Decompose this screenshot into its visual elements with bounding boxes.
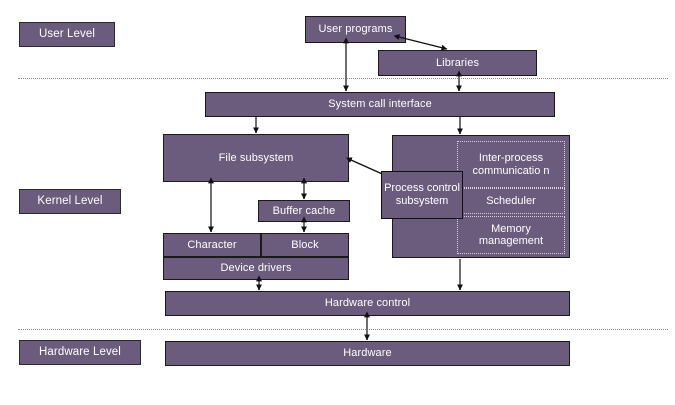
block-device-drivers: Device drivers xyxy=(163,257,349,280)
block-scheduler: Scheduler xyxy=(457,188,565,214)
block-user-programs: User programs xyxy=(305,16,406,43)
divider-kernel-hardware xyxy=(18,329,668,330)
block-file-subsystem: File subsystem xyxy=(163,134,349,182)
level-tag-hardware: Hardware Level xyxy=(19,340,141,365)
divider-user-kernel xyxy=(18,78,668,79)
block-hardware: Hardware xyxy=(165,341,570,366)
block-memory-management: Memory management xyxy=(457,216,565,254)
block-system-call-interface: System call interface xyxy=(205,92,555,117)
level-tag-user: User Level xyxy=(19,22,115,47)
process-subsystem-container: Inter-process communicatio n Scheduler M… xyxy=(392,135,570,258)
block-process-control-subsystem: Process control subsystem xyxy=(381,171,463,219)
block-libraries: Libraries xyxy=(378,50,537,76)
block-buffer-cache: Buffer cache xyxy=(258,200,350,222)
block-inter-process-communication: Inter-process communicatio n xyxy=(457,141,565,188)
arrow-userprograms-libraries xyxy=(393,34,448,51)
block-block-device: Block xyxy=(261,233,349,257)
block-hardware-control: Hardware control xyxy=(165,291,570,316)
level-tag-kernel: Kernel Level xyxy=(19,189,121,214)
block-character-device: Character xyxy=(163,233,261,257)
